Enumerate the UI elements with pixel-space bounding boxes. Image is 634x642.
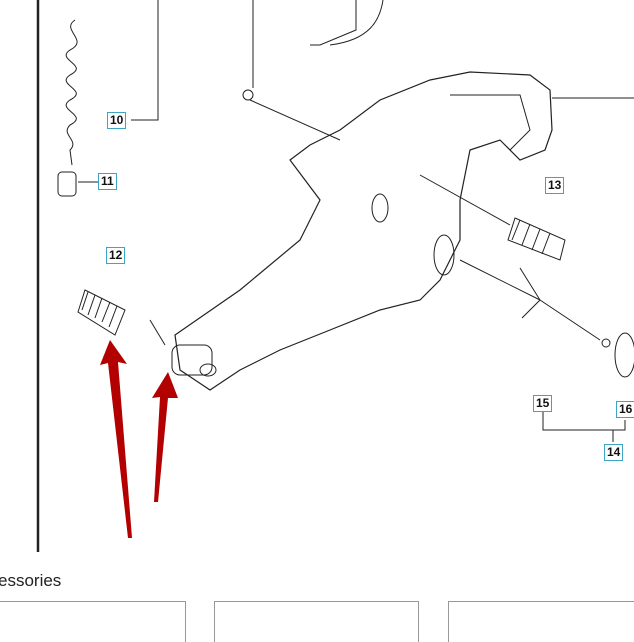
arrow-icon [100,340,132,538]
accessory-card[interactable] [448,601,634,642]
red-arrows [100,340,178,538]
arrow-icon [152,372,178,502]
parts-diagram [36,0,634,552]
callout-15[interactable]: 15 [533,395,553,412]
section-title: essories [0,571,62,590]
callout-10[interactable]: 10 [107,112,127,129]
handle-housing [174,71,553,391]
callout-16[interactable]: 16 [616,401,634,418]
spring-part-12 [77,289,126,336]
callout-11[interactable]: 11 [98,173,117,190]
coil-spring [65,19,78,166]
accessory-card[interactable] [0,601,186,642]
callout-13[interactable]: 13 [545,177,565,194]
spring-part-13 [507,217,566,261]
accessory-card[interactable] [214,601,419,642]
callout-14[interactable]: 14 [604,444,624,461]
callout-12[interactable]: 12 [106,247,126,264]
